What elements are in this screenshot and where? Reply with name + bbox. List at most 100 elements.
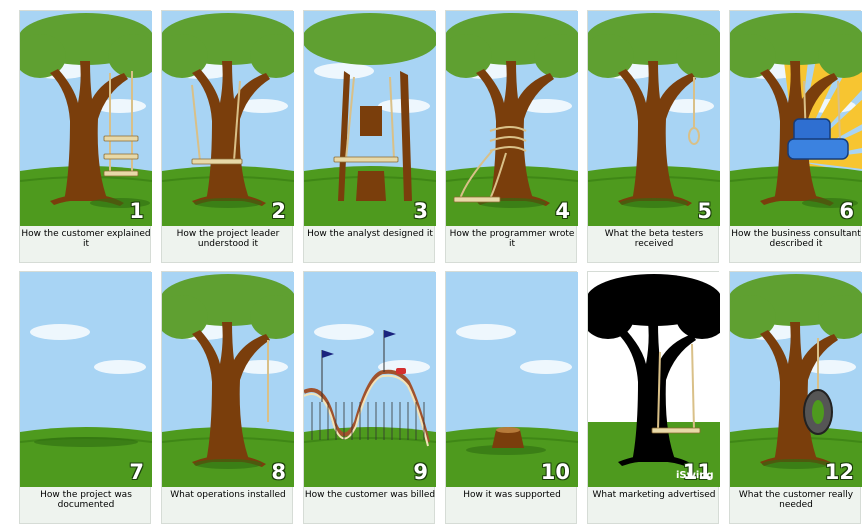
tree-canopy — [588, 34, 634, 78]
panel-caption: What marketing advertised — [592, 490, 716, 500]
tree-roots — [618, 455, 692, 467]
panel-caption: How the analyst designed it — [307, 229, 433, 239]
tree-trunk — [476, 61, 554, 201]
cloud — [662, 99, 714, 113]
coaster-car — [396, 368, 406, 374]
tree-canopy — [304, 13, 436, 65]
tree-canopy — [730, 295, 776, 339]
grass — [304, 427, 436, 487]
panel-caption: How the programmer wrote it — [449, 229, 575, 249]
panel-caption: How the business consultant described it — [731, 229, 861, 249]
panel-caption: What the beta testers received — [604, 229, 704, 249]
panel-illustration — [20, 11, 152, 226]
rope — [191, 84, 201, 162]
panel-illustration — [162, 272, 294, 487]
rope — [489, 126, 527, 152]
panel-caption: How the project leader understood it — [176, 229, 280, 249]
panel-illustration — [446, 272, 578, 487]
swing-seat — [333, 156, 399, 163]
panel-illustration — [20, 272, 152, 487]
panel-number: 5 — [697, 199, 712, 223]
tree-canopy — [534, 34, 578, 78]
swing-seat — [453, 196, 501, 203]
tree-canopy — [446, 34, 492, 78]
tree-canopy — [818, 34, 862, 78]
panel-number: 2 — [271, 199, 286, 223]
rope — [657, 351, 661, 431]
ground-shadow — [466, 445, 546, 455]
panel-number: 6 — [839, 199, 854, 223]
cloud — [520, 360, 572, 374]
ground-shadow — [194, 198, 262, 208]
panel-number: 9 — [413, 460, 428, 484]
cloud — [236, 99, 288, 113]
flag — [384, 330, 396, 338]
ground-shadow — [802, 198, 858, 208]
panel-number: 3 — [413, 199, 428, 223]
panel-illustration — [588, 272, 720, 487]
panel-number: 7 — [129, 460, 144, 484]
panel-number: 1 — [129, 199, 144, 223]
panel-illustration — [730, 11, 862, 226]
tree-canopy — [250, 295, 294, 339]
tree-canopy — [676, 34, 720, 78]
rope — [233, 80, 241, 162]
panel-illustration — [304, 272, 436, 487]
tree-roots — [760, 194, 834, 206]
ground-shadow — [34, 437, 138, 447]
brand-label: iSwing — [676, 470, 714, 481]
tree-canopy — [108, 34, 152, 78]
noose — [688, 127, 700, 145]
panel-number: 10 — [540, 460, 570, 484]
tree-canopy — [730, 34, 776, 78]
cloud — [314, 324, 374, 340]
ground-shadow — [762, 459, 830, 469]
swing-seat — [103, 153, 139, 160]
rope — [691, 343, 695, 431]
tree-trunk — [618, 61, 696, 201]
cloud — [30, 324, 90, 340]
flag — [322, 350, 334, 358]
swing-seat — [191, 158, 243, 165]
panel-caption: What operations installed — [170, 490, 286, 500]
armchair — [787, 138, 849, 160]
tree-trunk — [360, 106, 382, 136]
tree-canopy — [20, 34, 66, 78]
panel-number: 12 — [824, 460, 854, 484]
tree-canopy — [588, 295, 634, 339]
stump-top — [496, 427, 520, 433]
panel-number: 8 — [271, 460, 286, 484]
tree-canopy — [162, 295, 208, 339]
tree-trunk — [192, 322, 270, 462]
panel-caption: How the project was documented — [40, 490, 132, 510]
panel-illustration — [730, 272, 862, 487]
ground-shadow — [620, 198, 688, 208]
panel-caption: How the customer was billed — [304, 490, 436, 500]
coaster-rail — [304, 374, 429, 447]
panel-illustration — [304, 11, 436, 226]
panel-number: 11 — [682, 460, 712, 484]
grass-line — [304, 437, 436, 443]
panel-illustration — [162, 11, 294, 226]
panel-caption: What the customer really needed — [738, 490, 854, 510]
rope — [389, 76, 395, 160]
swing-seat — [103, 170, 139, 177]
tree-canopy — [818, 295, 862, 339]
swing-seat — [103, 135, 139, 142]
tree-trunk — [618, 322, 696, 462]
panel-illustration — [588, 11, 720, 226]
panel-caption: How it was supported — [463, 490, 561, 500]
tree-trunk — [192, 61, 270, 201]
cloud — [456, 324, 516, 340]
